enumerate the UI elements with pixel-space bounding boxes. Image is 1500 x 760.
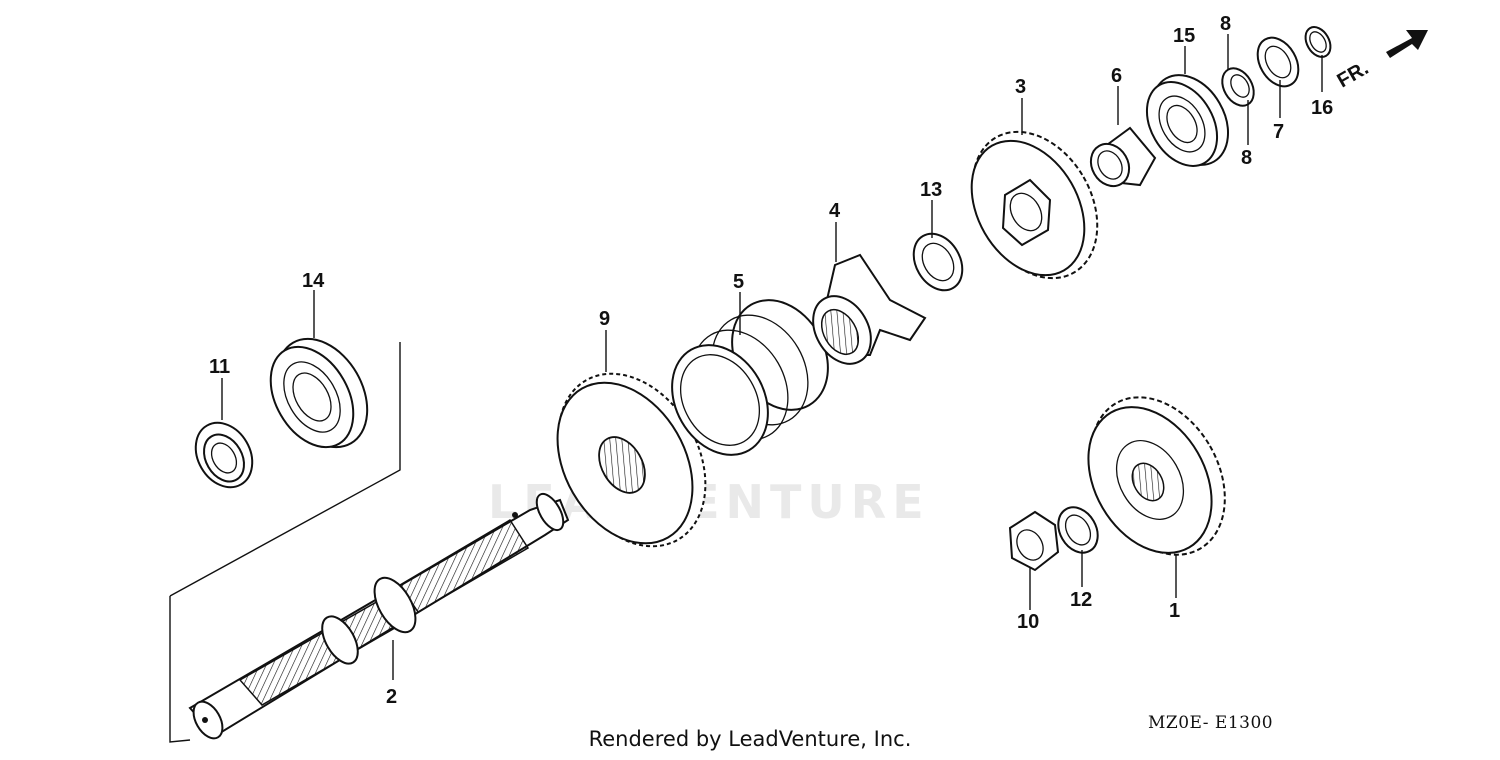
callout-12: 12 — [1070, 589, 1092, 611]
front-direction-arrow: FR. — [1334, 30, 1428, 92]
diagram-code: MZ0E- E1300 — [1148, 713, 1274, 733]
callout-9: 9 — [599, 308, 610, 330]
gear-9 — [556, 372, 707, 548]
group-bracket — [169, 596, 191, 743]
callout-15: 15 — [1173, 25, 1195, 47]
callout-7: 7 — [1273, 121, 1284, 143]
ring-7 — [1256, 36, 1300, 88]
bearing-14 — [269, 337, 369, 449]
callout-4: 4 — [829, 200, 841, 222]
gear-1 — [1087, 396, 1226, 556]
callout-8-bottom: 8 — [1241, 147, 1252, 169]
callout-11: 11 — [209, 356, 230, 378]
callout-16: 16 — [1311, 97, 1333, 119]
leader-lines — [221, 34, 1323, 680]
callout-8-top: 8 — [1220, 13, 1231, 35]
footer: Rendered by LeadVenture, Inc. — [0, 727, 1500, 751]
nut-10 — [1008, 510, 1060, 572]
group-bracket-line — [169, 342, 401, 597]
callout-1: 1 — [1169, 600, 1180, 622]
callout-2: 2 — [386, 686, 397, 708]
lock-nut-11 — [194, 421, 254, 489]
washer-13 — [912, 232, 964, 292]
callout-labels: 1 2 3 4 5 6 7 8 8 9 10 11 12 13 14 15 16 — [209, 13, 1333, 708]
footer-credit: Rendered by LeadVenture, Inc. — [588, 727, 912, 751]
callout-14: 14 — [302, 270, 325, 292]
bushing-6 — [1089, 126, 1157, 188]
front-arrow-label: FR. — [1334, 57, 1373, 92]
washer-12 — [1057, 506, 1099, 554]
callout-3: 3 — [1015, 76, 1026, 98]
split-collar-8 — [1221, 67, 1255, 107]
callout-5: 5 — [733, 271, 744, 293]
callout-13: 13 — [920, 179, 942, 201]
main-shaft — [188, 492, 570, 740]
callout-6: 6 — [1111, 65, 1122, 87]
circlip-16 — [1304, 26, 1332, 58]
collar-4 — [812, 253, 927, 365]
gear-3 — [970, 130, 1099, 280]
bearing-15 — [1145, 74, 1229, 167]
callout-10: 10 — [1017, 611, 1039, 633]
